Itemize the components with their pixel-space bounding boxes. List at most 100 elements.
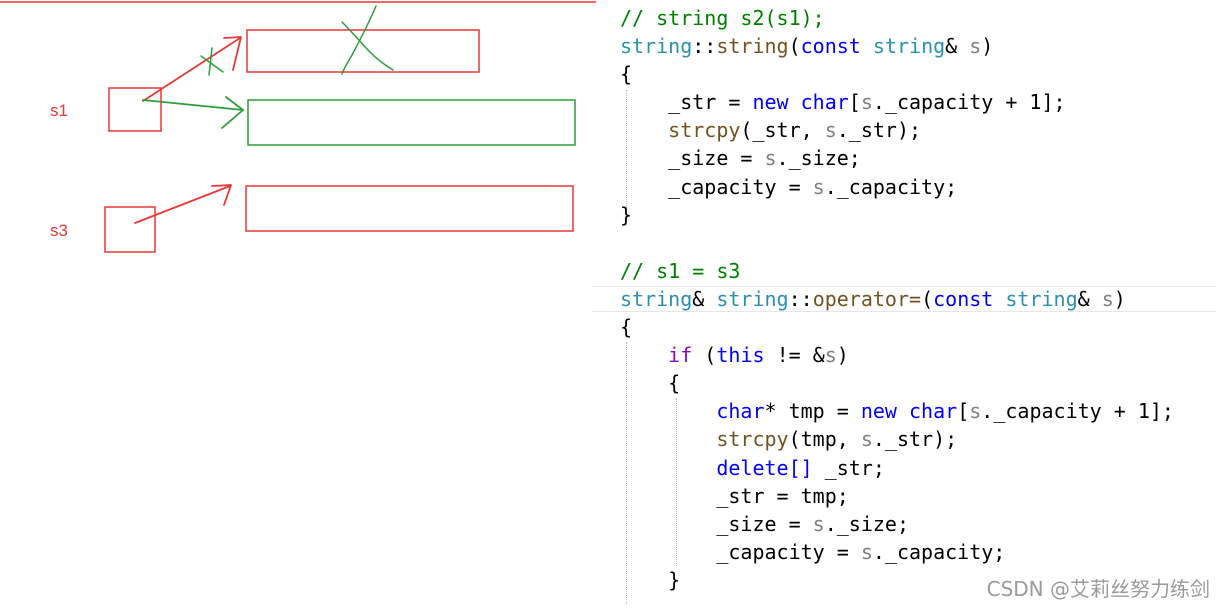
s3-label: s3: [50, 221, 68, 240]
code-line: delete[] _str;: [620, 454, 1174, 482]
code-token: strcpy: [716, 427, 789, 452]
s3-buffer: [245, 185, 574, 232]
s3-pointer-arrow: [134, 185, 231, 224]
s1-old-buffer: [246, 29, 480, 73]
pointer-cross-mark: [200, 55, 224, 73]
code-token: [861, 34, 873, 58]
code-token: ;: [836, 483, 849, 508]
code-token: [: [957, 399, 970, 424]
code-token: ,: [836, 427, 861, 452]
code-token: operator=: [812, 286, 922, 311]
code-token: ._capacity;: [872, 539, 1006, 564]
code-token: [993, 287, 1005, 311]
code-token: {: [620, 315, 633, 340]
code-token: &: [1077, 286, 1102, 311]
code-token: s: [860, 539, 873, 564]
code-token: _str =: [620, 90, 753, 115]
code-line: _capacity = s._capacity;: [620, 173, 1174, 201]
code-token: this: [716, 343, 765, 368]
code-line: // string s2(s1);: [620, 4, 1174, 32]
code-line: strcpy(_str, s._str);: [620, 116, 1174, 144]
code-token: &: [945, 34, 970, 59]
s1-label: s1: [50, 101, 68, 120]
s1-new-buffer: [247, 99, 576, 146]
code-token: (: [921, 286, 934, 311]
code-line: {: [620, 60, 1174, 88]
s1-new-arrowhead: [221, 96, 244, 129]
code-token: {: [620, 62, 633, 87]
code-token: [620, 118, 668, 142]
code-token: char: [909, 399, 958, 424]
code-token: (: [788, 34, 801, 59]
s3-pointer-box: [104, 206, 156, 253]
code-token: *: [764, 399, 789, 424]
code-token: if: [668, 343, 693, 368]
code-token: _size =: [620, 511, 813, 536]
pointer-cross-mark-2: [208, 47, 213, 76]
code-token: s: [860, 427, 873, 452]
code-token: ): [981, 34, 994, 59]
code-token: string: [716, 286, 789, 311]
code-line: }: [620, 566, 1174, 594]
code-token: const: [933, 286, 994, 311]
indent-guide: [626, 90, 627, 210]
code-token: s: [764, 146, 777, 171]
code-token: ._size;: [776, 146, 861, 171]
code-line: {: [620, 369, 1174, 397]
code-line: _str = new char[s._capacity + 1];: [620, 88, 1174, 116]
code-line: string::string(const string& s): [620, 32, 1174, 60]
s1-old-arrowhead: [223, 36, 242, 71]
code-token: string: [872, 34, 946, 59]
code-token: char: [800, 90, 849, 115]
code-token: ): [1113, 286, 1126, 311]
code-token: _capacity =: [620, 539, 861, 564]
indent-guide: [676, 398, 677, 566]
code-token: // s1 = s3: [620, 258, 741, 283]
code-token: string: [1005, 286, 1078, 311]
code-token: != &: [764, 343, 825, 368]
code-token: tmp: [800, 483, 837, 508]
s1-pointer-box: [108, 87, 162, 132]
code-line: // s1 = s3: [620, 257, 1174, 285]
indent-guide: [626, 342, 627, 604]
code-token: ): [836, 343, 849, 368]
code-token: _size =: [620, 146, 765, 171]
code-token: s: [812, 174, 825, 199]
code-token: [620, 399, 716, 423]
code-token: ._str);: [872, 427, 958, 452]
code-token: ._str);: [836, 118, 922, 143]
code-token: string: [716, 34, 789, 59]
code-token: =: [824, 399, 861, 424]
code-editor: // string s2(s1);string::string(const st…: [592, 4, 1216, 594]
code-token: {: [620, 371, 681, 396]
code-token: [620, 343, 668, 367]
code-line: strcpy(tmp, s._str);: [620, 425, 1174, 453]
code-token: [: [848, 90, 861, 115]
code-line: string& string::operator=(const string& …: [592, 285, 1216, 313]
code-line: _str = tmp;: [620, 482, 1174, 510]
code-token: s: [969, 34, 982, 59]
code-token: [620, 427, 716, 451]
code-token: tmp: [800, 427, 837, 452]
code-token: const: [800, 34, 861, 59]
watermark: CSDN @艾莉丝努力练剑: [986, 577, 1210, 601]
code-token: }: [620, 202, 633, 227]
code-line: _size = s._size;: [620, 144, 1174, 172]
code-token: [620, 456, 716, 480]
code-token: s: [824, 118, 837, 143]
code-line: char* tmp = new char[s._capacity + 1];: [620, 397, 1174, 425]
code-token: char: [716, 399, 765, 424]
code-token: // string s2(s1);: [620, 6, 825, 30]
s1-old-pointer-arrow: [142, 37, 241, 102]
code-token: s: [969, 399, 982, 424]
code-token: s: [1101, 286, 1114, 311]
code-token: new: [752, 90, 789, 115]
code-token: _str;: [812, 455, 885, 480]
code-token: ._capacity;: [824, 174, 958, 199]
code-token: new: [860, 399, 897, 424]
code-line: {: [620, 313, 1174, 341]
code-token: (: [788, 427, 801, 452]
code-line: }: [620, 201, 1174, 229]
code-line: if (this != &s): [620, 341, 1174, 369]
code-token: string: [620, 286, 693, 311]
